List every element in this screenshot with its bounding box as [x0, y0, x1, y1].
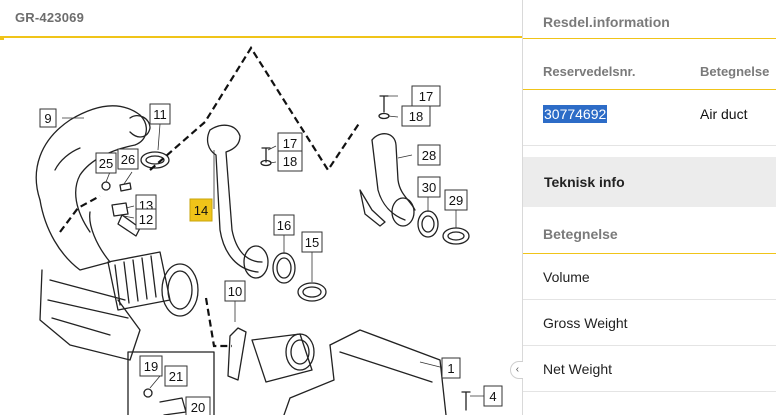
- callout-10-label: 10: [228, 284, 242, 299]
- callout-20[interactable]: 20: [185, 396, 211, 415]
- row-divider: [523, 345, 776, 346]
- callout-17-center[interactable]: 17: [277, 132, 303, 154]
- callout-29-label: 29: [449, 193, 463, 208]
- callout-17-center-label: 17: [283, 136, 297, 151]
- part-description-value: Air duct: [700, 106, 748, 122]
- spec-row-volume: Volume: [543, 269, 590, 285]
- row-divider: [523, 391, 776, 392]
- panel-divider: [522, 0, 523, 415]
- callout-26-label: 26: [121, 152, 135, 167]
- part-info-title: Resdel.information: [543, 14, 670, 30]
- spec-row-gross-weight: Gross Weight: [543, 315, 628, 331]
- technical-info-title: Teknisk info: [544, 174, 625, 190]
- callout-16-label: 16: [277, 218, 291, 233]
- callout-1-label: 1: [447, 361, 454, 376]
- callout-21-label: 21: [169, 369, 183, 384]
- callout-9-label: 9: [44, 111, 51, 126]
- callout-10[interactable]: 10: [224, 280, 246, 302]
- callout-21[interactable]: 21: [164, 365, 188, 387]
- callout-17-right[interactable]: 17: [411, 85, 441, 107]
- callout-9[interactable]: 9: [39, 108, 57, 128]
- part-number-value[interactable]: 30774692: [543, 105, 608, 123]
- callout-18-right[interactable]: 18: [401, 105, 431, 127]
- diagram-header: GR-423069: [0, 0, 522, 38]
- resize-arrows-icon: ‹ ›: [515, 364, 529, 375]
- spec-column-header: Betegnelse: [543, 226, 618, 242]
- callout-12-label: 12: [139, 212, 153, 227]
- callout-12[interactable]: 12: [135, 208, 157, 230]
- panel-edge-marker: [0, 36, 4, 40]
- technical-info-header[interactable]: Teknisk info: [523, 157, 776, 207]
- callout-20-label: 20: [191, 400, 205, 415]
- column-header-description[interactable]: Betegnelse: [700, 64, 770, 79]
- callout-18-center[interactable]: 18: [277, 150, 303, 172]
- callout-4-label: 4: [489, 389, 496, 404]
- column-header-part-number[interactable]: Reservedelsnr.: [543, 64, 636, 79]
- spec-row-net-weight: Net Weight: [543, 361, 612, 377]
- diagram-group-code: GR-423069: [15, 10, 85, 25]
- callout-28-label: 28: [422, 148, 436, 163]
- callout-18-center-label: 18: [283, 154, 297, 169]
- callout-16[interactable]: 16: [273, 214, 295, 236]
- callout-4[interactable]: 4: [483, 385, 503, 407]
- callout-19[interactable]: 19: [139, 355, 163, 377]
- callout-29[interactable]: 29: [444, 189, 468, 211]
- callout-26[interactable]: 26: [117, 148, 139, 170]
- callout-15-label: 15: [305, 235, 319, 250]
- callout-18-right-label: 18: [409, 109, 423, 124]
- callout-28[interactable]: 28: [417, 144, 441, 166]
- callout-11[interactable]: 11: [149, 103, 171, 125]
- row-divider: [523, 145, 776, 146]
- row-divider: [523, 299, 776, 300]
- section-divider: [523, 38, 776, 39]
- callout-14[interactable]: 14: [189, 198, 213, 222]
- spec-header-divider: [523, 253, 776, 254]
- callout-11-label: 11: [153, 107, 167, 122]
- exploded-parts-diagram: 9 11 25 26 13 12 14 17 18 16 15 10 17 18…: [35, 45, 503, 415]
- part-info-panel: Resdel.information Reservedelsnr. Betegn…: [523, 0, 776, 415]
- callout-30-label: 30: [422, 180, 436, 195]
- callout-30[interactable]: 30: [417, 176, 441, 198]
- callout-19-label: 19: [144, 359, 158, 374]
- callout-25[interactable]: 25: [95, 152, 117, 174]
- diagram-panel: GR-423069: [0, 0, 522, 415]
- callout-25-label: 25: [99, 156, 113, 171]
- callout-15[interactable]: 15: [301, 231, 323, 253]
- header-divider: [523, 89, 776, 90]
- callout-14-label: 14: [194, 203, 208, 218]
- callout-1[interactable]: 1: [441, 357, 461, 379]
- callout-17-right-label: 17: [419, 89, 433, 104]
